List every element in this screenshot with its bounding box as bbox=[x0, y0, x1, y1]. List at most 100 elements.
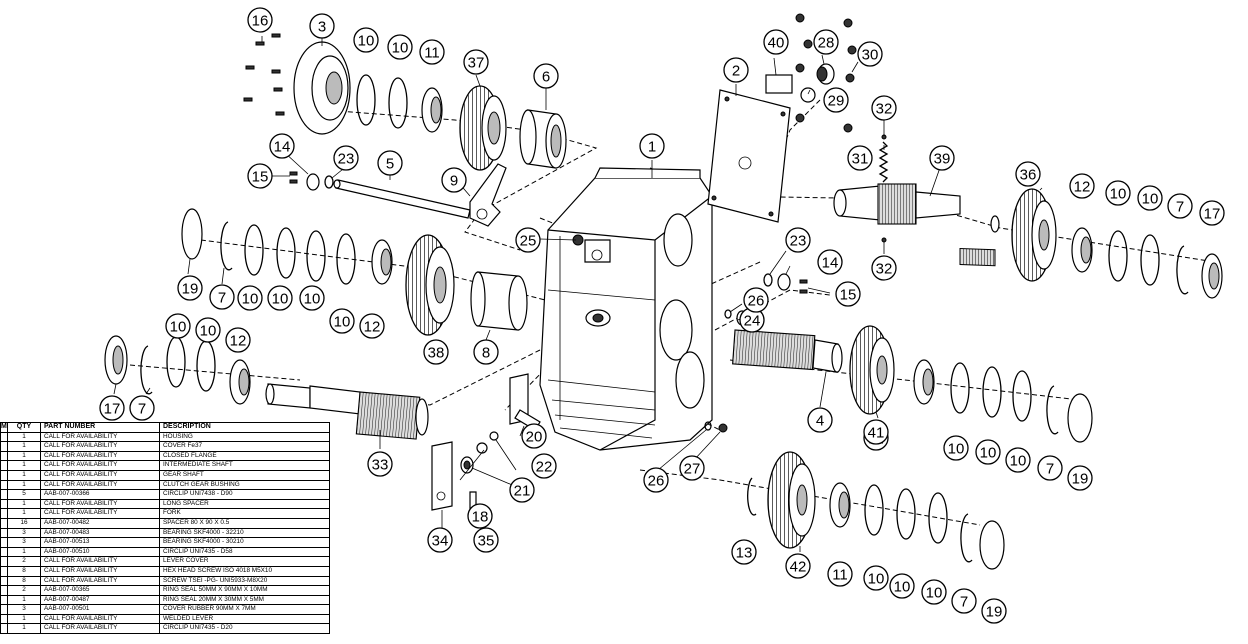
bom-row-description: HOUSING bbox=[159, 431, 330, 443]
callout-15: 15 bbox=[835, 281, 861, 307]
callout-36: 36 bbox=[1015, 161, 1041, 187]
callout-number: 41 bbox=[868, 425, 885, 442]
intermediate-shaft bbox=[333, 179, 471, 219]
bom-row-part-number: AAB-007-00513 bbox=[40, 537, 160, 548]
bom-row-qty: 5 bbox=[7, 489, 41, 500]
callout-16: 16 bbox=[247, 7, 273, 33]
callout-14: 14 bbox=[817, 249, 843, 275]
callout-10: 10 bbox=[1137, 185, 1163, 211]
callout-7: 7 bbox=[1167, 193, 1193, 219]
bom-row-item bbox=[0, 469, 8, 481]
bom-row-qty: 1 bbox=[7, 623, 41, 635]
callout-number: 10 bbox=[948, 441, 965, 458]
callout-number: 12 bbox=[364, 319, 381, 336]
fork bbox=[469, 163, 507, 227]
bom-row-item bbox=[0, 431, 8, 443]
callout-number: 14 bbox=[274, 139, 291, 156]
bom-row-item bbox=[0, 546, 8, 558]
callout-number: 11 bbox=[832, 567, 848, 584]
callout-number: 38 bbox=[428, 345, 445, 362]
bom-row-qty: 1 bbox=[7, 469, 41, 481]
callout-number: 20 bbox=[526, 429, 543, 446]
callout-number: 7 bbox=[960, 594, 968, 611]
callout-10: 10 bbox=[267, 285, 293, 311]
bom-row-part-number: CALL FOR AVAILABILITY bbox=[40, 441, 160, 452]
bom-header-qty: QTY bbox=[7, 422, 41, 433]
bom-row-part-number: CALL FOR AVAILABILITY bbox=[40, 623, 160, 635]
bom-row-part-number: AAB-007-00487 bbox=[40, 594, 160, 606]
callout-number: 7 bbox=[1046, 461, 1054, 478]
callout-17: 17 bbox=[1199, 200, 1225, 226]
bom-row-part-number: CALL FOR AVAILABILITY bbox=[40, 450, 160, 462]
callout-number: 26 bbox=[748, 293, 765, 310]
bom-row-description: CLOSED FLANGE bbox=[159, 450, 330, 462]
callout-number: 10 bbox=[894, 579, 911, 596]
bom-row-part-number: CALL FOR AVAILABILITY bbox=[40, 498, 160, 510]
callout-10: 10 bbox=[975, 439, 1001, 465]
long-spacer bbox=[470, 271, 528, 331]
bom-row-part-number: CALL FOR AVAILABILITY bbox=[40, 613, 160, 625]
bom-row-description: CIRCLIP UNI7438 - D90 bbox=[159, 489, 330, 500]
callout-number: 7 bbox=[218, 290, 226, 307]
callout-number: 30 bbox=[862, 47, 879, 64]
callout-37: 37 bbox=[463, 49, 489, 75]
callout-number: 10 bbox=[272, 291, 289, 308]
callout-9: 9 bbox=[441, 167, 467, 193]
callout-number: 10 bbox=[200, 323, 217, 340]
callout-5: 5 bbox=[377, 150, 403, 176]
callout-number: 21 bbox=[514, 483, 531, 500]
bom-row-item bbox=[0, 527, 8, 539]
callout-23: 23 bbox=[785, 227, 811, 253]
callout-41: 41 bbox=[863, 419, 889, 445]
callout-10: 10 bbox=[863, 565, 889, 591]
spring bbox=[878, 134, 889, 243]
bom-row-item bbox=[0, 556, 8, 567]
bom-row-item bbox=[0, 508, 8, 519]
bom-row-item bbox=[0, 604, 8, 615]
callout-number: 10 bbox=[1010, 453, 1027, 470]
callout-number: 7 bbox=[138, 401, 146, 418]
callout-number: 35 bbox=[478, 533, 495, 550]
callout-7: 7 bbox=[209, 284, 235, 310]
housing bbox=[539, 167, 713, 451]
bom-row-item bbox=[0, 623, 8, 635]
callout-number: 9 bbox=[450, 173, 458, 190]
callout-number: 10 bbox=[868, 571, 885, 588]
bom-row-part-number: AAB-007-00482 bbox=[40, 517, 160, 529]
callout-number: 17 bbox=[104, 401, 121, 418]
bom-row-qty: 1 bbox=[7, 460, 41, 471]
callout-number: 7 bbox=[1176, 199, 1184, 216]
bom-row-description: HEX HEAD SCREW ISO 4018 M5X10 bbox=[159, 565, 330, 577]
gear-38 bbox=[405, 234, 455, 336]
output-shafts bbox=[265, 329, 843, 440]
callout-number: 5 bbox=[386, 156, 394, 173]
callout-17: 17 bbox=[99, 395, 125, 421]
callout-number: 10 bbox=[1142, 191, 1159, 208]
callout-number: 34 bbox=[432, 533, 449, 550]
bom-row-qty: 1 bbox=[7, 594, 41, 606]
callout-12: 12 bbox=[359, 313, 385, 339]
bom-row-item bbox=[0, 450, 8, 462]
bom-row-description: SPACER 80 X 90 X 0.5 bbox=[159, 517, 330, 529]
callout-number: 22 bbox=[536, 459, 553, 476]
callout-23: 23 bbox=[333, 145, 359, 171]
bom-row-item bbox=[0, 594, 8, 606]
callout-10: 10 bbox=[299, 285, 325, 311]
callout-39: 39 bbox=[929, 145, 955, 171]
callout-number: 11 bbox=[424, 45, 440, 62]
bom-row-qty: 3 bbox=[7, 537, 41, 548]
bom-row-part-number: CALL FOR AVAILABILITY bbox=[40, 479, 160, 491]
bom-row-part-number: CALL FOR AVAILABILITY bbox=[40, 460, 160, 471]
callout-number: 19 bbox=[182, 281, 199, 298]
callout-number: 36 bbox=[1020, 167, 1037, 184]
closed-flange bbox=[293, 41, 351, 135]
callout-number: 1 bbox=[648, 139, 656, 156]
